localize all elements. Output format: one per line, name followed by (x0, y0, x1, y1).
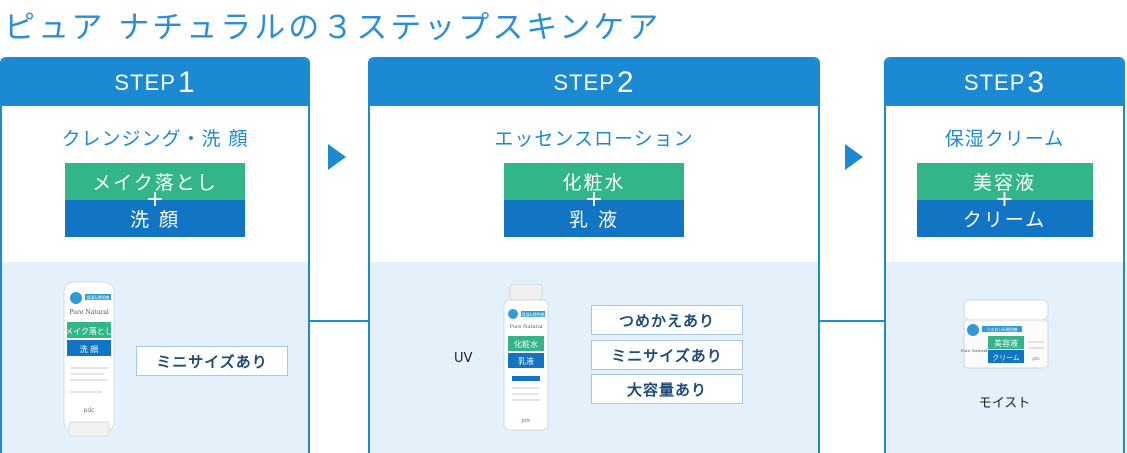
page-title: ピュア ナチュラルの３ステップスキンケア (4, 10, 662, 46)
combo-top: 美容液 (916, 163, 1093, 200)
product-brand: Pure Natural (69, 309, 109, 316)
step-card-2: STEP 2 エッセンスローション 化粧水 乳 液 + UV 保湿&透明感 Pu… (368, 57, 820, 453)
tag-mini-size: ミニサイズあり (136, 346, 288, 376)
product-tube-image: 保湿&透明感 Pure Natural メイク落とし 洗 顔 pdc (63, 281, 115, 437)
tag-large-size: 大容量あり (591, 374, 743, 404)
step-word: STEP (963, 69, 1026, 95)
combo-box: 化粧水 乳 液 + (504, 163, 684, 237)
step-header-3: STEP 3 (886, 59, 1123, 106)
combo-plus: + (584, 187, 604, 212)
uv-label: UV (454, 351, 473, 366)
product-name-top: 化粧水 (514, 339, 538, 349)
combo-box: 美容液 クリーム + (916, 163, 1093, 237)
step-header-1: STEP 1 (2, 59, 308, 106)
product-maker: pdc (1032, 356, 1039, 361)
combo-plus: + (145, 187, 165, 212)
triangle-right-icon (845, 144, 863, 170)
connector-line-2 (818, 320, 886, 322)
step-subtitle: クレンジング・洗 顔 (61, 128, 249, 150)
step-number: 3 (1027, 65, 1046, 99)
step-number: 2 (616, 65, 635, 99)
combo-bottom: クリーム (916, 200, 1093, 237)
product-badge: 保湿&透明感 (86, 294, 109, 300)
combo-bottom: 洗 顔 (65, 200, 245, 237)
step-number: 1 (177, 65, 196, 99)
product-maker: pdc (521, 418, 530, 424)
tag-mini-size: ミニサイズあり (591, 340, 743, 370)
step-subtitle: 保湿クリーム (944, 128, 1065, 150)
moist-label: モイスト (978, 396, 1031, 411)
product-jar-image: うるおい&透明感 Pure Natural 美容液 クリーム pdc (961, 299, 1049, 369)
combo-top: メイク落とし (65, 163, 245, 200)
product-badge: うるおい&透明感 (986, 326, 1017, 332)
step-card-3: STEP 3 保湿クリーム 美容液 クリーム + うるおい&透明感 Pure N… (884, 57, 1125, 453)
tag-refill: つめかえあり (591, 305, 743, 335)
combo-box: メイク落とし 洗 顔 + (65, 163, 245, 237)
product-bottle-image: 保湿&透明感 Pure Natural 化粧水 乳液 pdc (503, 284, 549, 431)
step-word: STEP (114, 69, 176, 95)
product-brand: Pure Natural (509, 324, 542, 330)
product-brand: Pure Natural (961, 348, 988, 353)
product-name-bottom: クリーム (992, 354, 1020, 362)
product-name-bottom: 乳液 (518, 356, 534, 366)
product-name-top: メイク落とし (65, 326, 113, 336)
step-word: STEP (553, 69, 615, 95)
connector-line-1 (308, 320, 370, 322)
product-panel: うるおい&透明感 Pure Natural 美容液 クリーム pdc モイスト (886, 262, 1123, 453)
combo-bottom: 乳 液 (504, 200, 684, 237)
product-name-top: 美容液 (994, 338, 1018, 348)
combo-plus: + (995, 187, 1014, 212)
triangle-right-icon (328, 144, 346, 170)
product-panel: 保湿&透明感 Pure Natural メイク落とし 洗 顔 pdc ミニサイズ… (2, 262, 308, 453)
product-name-bottom: 洗 顔 (80, 344, 99, 354)
product-maker: pdc (84, 407, 95, 414)
product-panel: UV 保湿&透明感 Pure Natural 化粧水 乳液 pdc つめかえあり… (370, 262, 818, 453)
step-header-2: STEP 2 (370, 59, 818, 106)
combo-top: 化粧水 (504, 163, 684, 200)
step-subtitle: エッセンスローション (494, 128, 694, 150)
step-card-1: STEP 1 クレンジング・洗 顔 メイク落とし 洗 顔 + 保湿&透明感 Pu… (0, 57, 310, 453)
product-badge: 保湿&透明感 (521, 311, 544, 317)
